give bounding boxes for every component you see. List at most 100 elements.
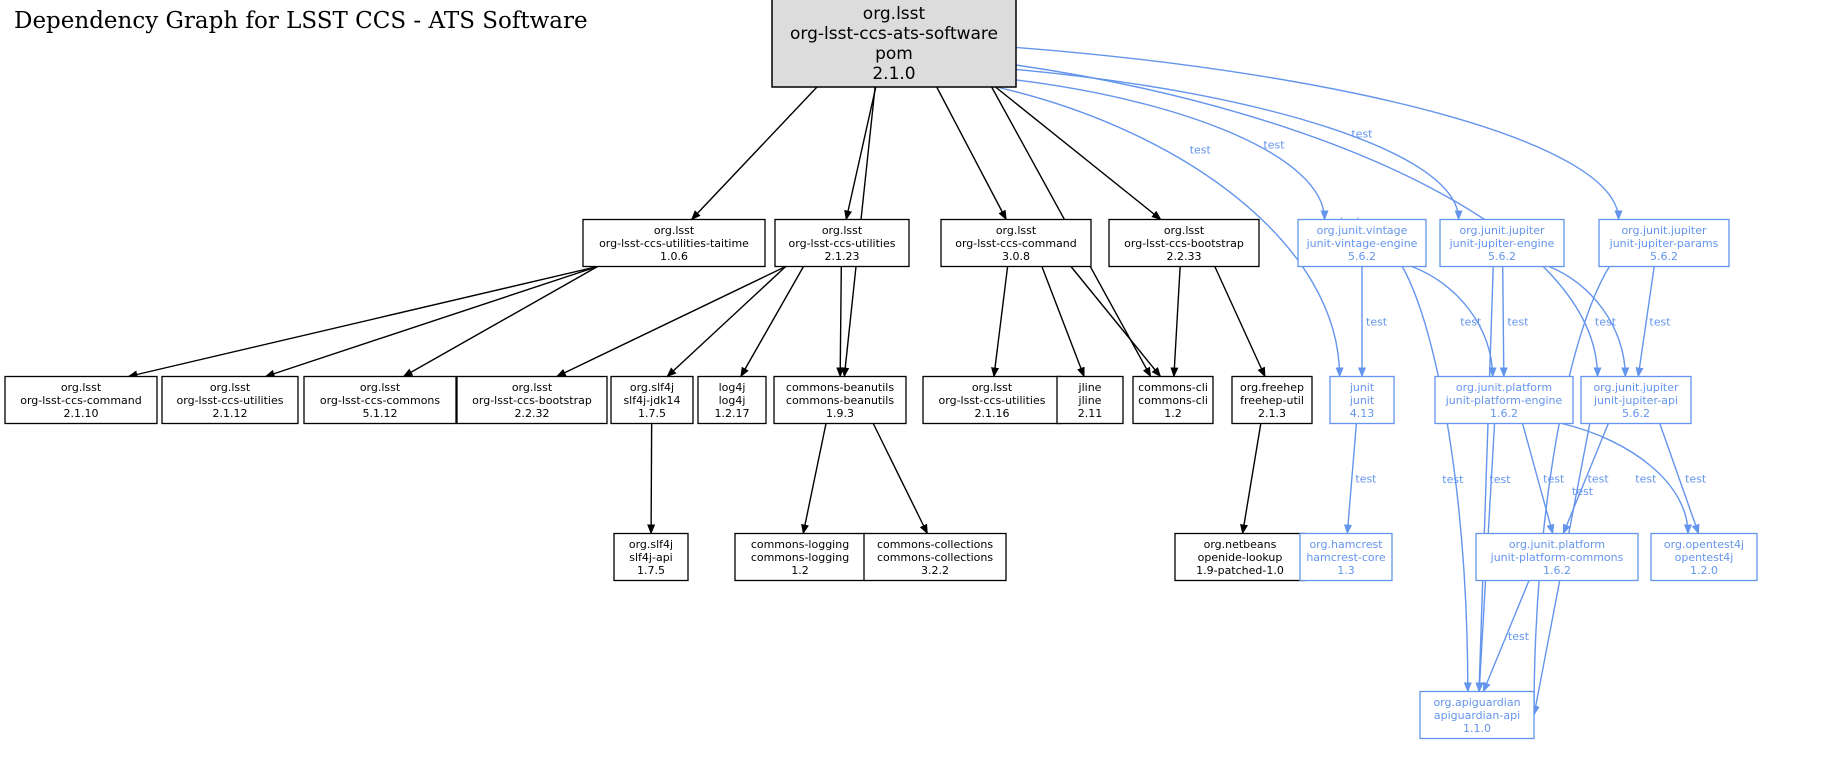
node-label-line: 5.6.2: [1348, 250, 1376, 263]
node-label-line: org.lsst: [360, 381, 401, 394]
edge-root-to-cmd308: [936, 86, 1007, 221]
edge-root-to-util2123: [844, 86, 877, 221]
node-box: [456, 375, 608, 425]
edge-jupparams-to-jupapi: [1635, 266, 1655, 378]
graph-title: Dependency Graph for LSST CCS - ATS Soft…: [14, 8, 588, 34]
edge-taitime-to-commons5112: [402, 265, 598, 378]
node-label-line: 1.7.5: [638, 407, 666, 420]
node-label-line: org.junit.vintage: [1317, 224, 1408, 237]
node-box: [697, 375, 767, 425]
edge-boot2233-to-cli: [1170, 266, 1181, 378]
edge-taitime-to-cmd2110: [127, 265, 598, 379]
node-taitime: org.lsstorg-lsst-ccs-utilities-taitime1.…: [582, 218, 766, 268]
node-box: [1299, 532, 1393, 582]
edge-util2123-to-beanutils: [836, 266, 845, 378]
node-label-line: org.junit.jupiter: [1621, 224, 1707, 237]
edge-jupengine-to-platengine: [1499, 266, 1508, 378]
edge-util2123-to-log4j: [740, 266, 805, 378]
edge-slf4jjdk-to-slf4japi: [647, 423, 656, 535]
node-label-line: 1.6.2: [1490, 407, 1518, 420]
node-label-line: org.lsst: [61, 381, 102, 394]
node-label-line: org.junit.platform: [1456, 381, 1552, 394]
edge-boot2233-to-freehep: [1214, 266, 1266, 378]
node-label-line: 2.11: [1078, 407, 1103, 420]
node-label-line: 2.1.3: [1258, 407, 1286, 420]
node-label-line: org-lsst-ccs-commons: [320, 394, 441, 407]
node-box: [940, 218, 1092, 268]
edge-jupapi-to-platcommons: [1562, 423, 1609, 535]
node-box: [1598, 218, 1730, 268]
node-box: [1056, 375, 1124, 425]
edge-scope-label: test: [1263, 138, 1285, 151]
node-label-line: 1.7.5: [637, 564, 665, 577]
node-label-line: org.lsst: [822, 224, 863, 237]
node-label-line: org.lsst: [863, 4, 926, 24]
node-label-line: 2.1.0: [872, 64, 915, 84]
node-label-line: org.netbeans: [1204, 538, 1277, 551]
node-label-line: commons-logging: [751, 551, 849, 564]
node-label-line: junit-jupiter-engine: [1449, 237, 1555, 250]
node-label-line: org-lsst-ccs-utilities: [177, 394, 284, 407]
node-label-line: 5.6.2: [1650, 250, 1678, 263]
node-label-line: org.lsst: [996, 224, 1037, 237]
node-box: [863, 532, 1007, 582]
node-label-line: commons-collections: [877, 538, 993, 551]
node-label-line: org.junit.jupiter: [1459, 224, 1545, 237]
node-label-line: junit: [1349, 381, 1375, 394]
edge-cmd308-to-jline: [1041, 266, 1085, 378]
edge-jupapi-to-opentest4j: [1659, 423, 1700, 535]
edge-vintage-to-apiguardian: [1401, 266, 1472, 693]
node-box: [1419, 690, 1535, 740]
node-label-line: slf4j-api: [629, 551, 672, 564]
edge-vintage-to-platengine: [1411, 265, 1497, 378]
node-label-line: 1.6.2: [1543, 564, 1571, 577]
edge-freehep-to-openide: [1240, 423, 1262, 535]
node-vintage: org.junit.vintagejunit-vintage-engine5.6…: [1297, 218, 1427, 268]
node-label-line: 1.9.3: [826, 407, 854, 420]
node-label-line: junit-platform-engine: [1445, 394, 1563, 407]
edge-scope-label: test: [1366, 316, 1388, 329]
node-label-line: 2.1.23: [825, 250, 860, 263]
node-label-line: commons-logging: [751, 538, 849, 551]
node-platcommons: org.junit.platformjunit-platform-commons…: [1475, 532, 1639, 582]
node-label-line: jline: [1078, 394, 1102, 407]
edge-scope-label: test: [1442, 473, 1464, 486]
node-box: [1174, 532, 1306, 582]
node-collections: commons-collectionscommons-collections3.…: [863, 532, 1007, 582]
node-label-line: org-lsst-ccs-bootstrap: [472, 394, 592, 407]
edge-scope-label: test: [1508, 630, 1530, 643]
node-label-line: org.freehep: [1240, 381, 1304, 394]
node-label-line: 3.2.2: [921, 564, 949, 577]
edge-scope-label: test: [1588, 473, 1610, 486]
node-openide: org.netbeansopenide-lookup1.9-patched-1.…: [1174, 532, 1306, 582]
edge-jupengine-to-jupapi: [1548, 265, 1630, 378]
node-label-line: junit-platform-commons: [1490, 551, 1624, 564]
node-box: [773, 375, 907, 425]
node-box: [1329, 375, 1395, 425]
node-jupengine: org.junit.jupiterjunit-jupiter-engine5.6…: [1439, 218, 1565, 268]
node-label-line: apiguardian-api: [1434, 709, 1520, 722]
node-label-line: commons-cli: [1138, 381, 1208, 394]
node-label-line: 1.3: [1337, 564, 1355, 577]
node-label-line: org.lsst: [512, 381, 553, 394]
node-box: [1434, 375, 1574, 425]
node-label-line: org-lsst-ccs-command: [955, 237, 1077, 250]
node-label-line: commons-beanutils: [786, 394, 894, 407]
node-label-line: 4.13: [1350, 407, 1375, 420]
node-label-line: 5.6.2: [1488, 250, 1516, 263]
node-label-line: junit-jupiter-api: [1593, 394, 1678, 407]
node-label-line: junit: [1349, 394, 1375, 407]
node-label-line: org.apiguardian: [1433, 696, 1520, 709]
node-label-line: org.junit.jupiter: [1593, 381, 1679, 394]
